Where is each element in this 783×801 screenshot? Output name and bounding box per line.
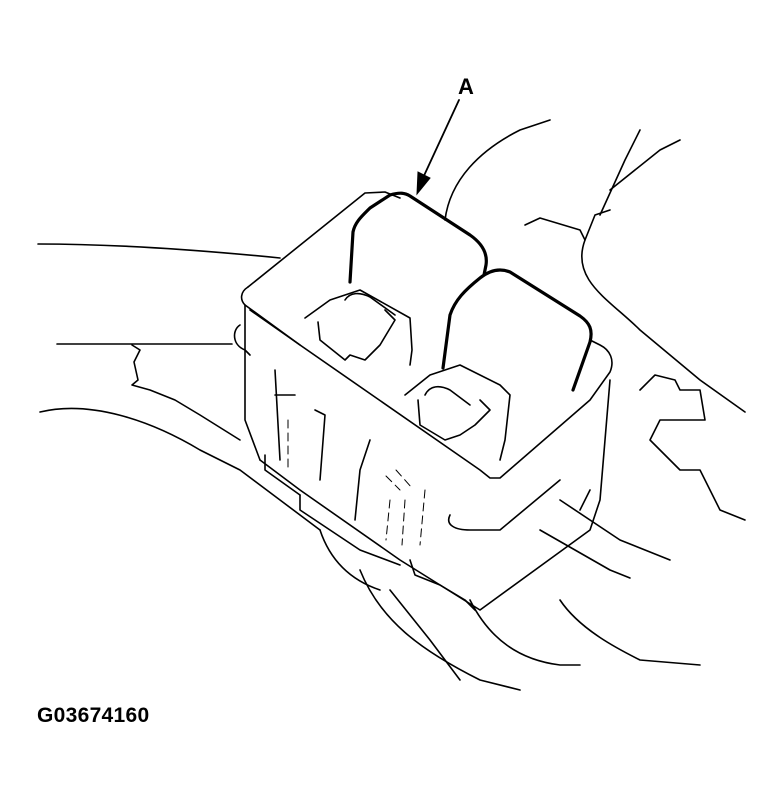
callout-label-a: A [458, 74, 474, 99]
housing-texture [287, 419, 426, 546]
relay-box-housing [233, 191, 613, 611]
figure-id: G03674160 [37, 704, 150, 727]
background-lines [37, 119, 746, 691]
relay-left [304, 191, 488, 366]
callout-arrow-a [416, 99, 460, 196]
relay-right-a [404, 268, 593, 461]
